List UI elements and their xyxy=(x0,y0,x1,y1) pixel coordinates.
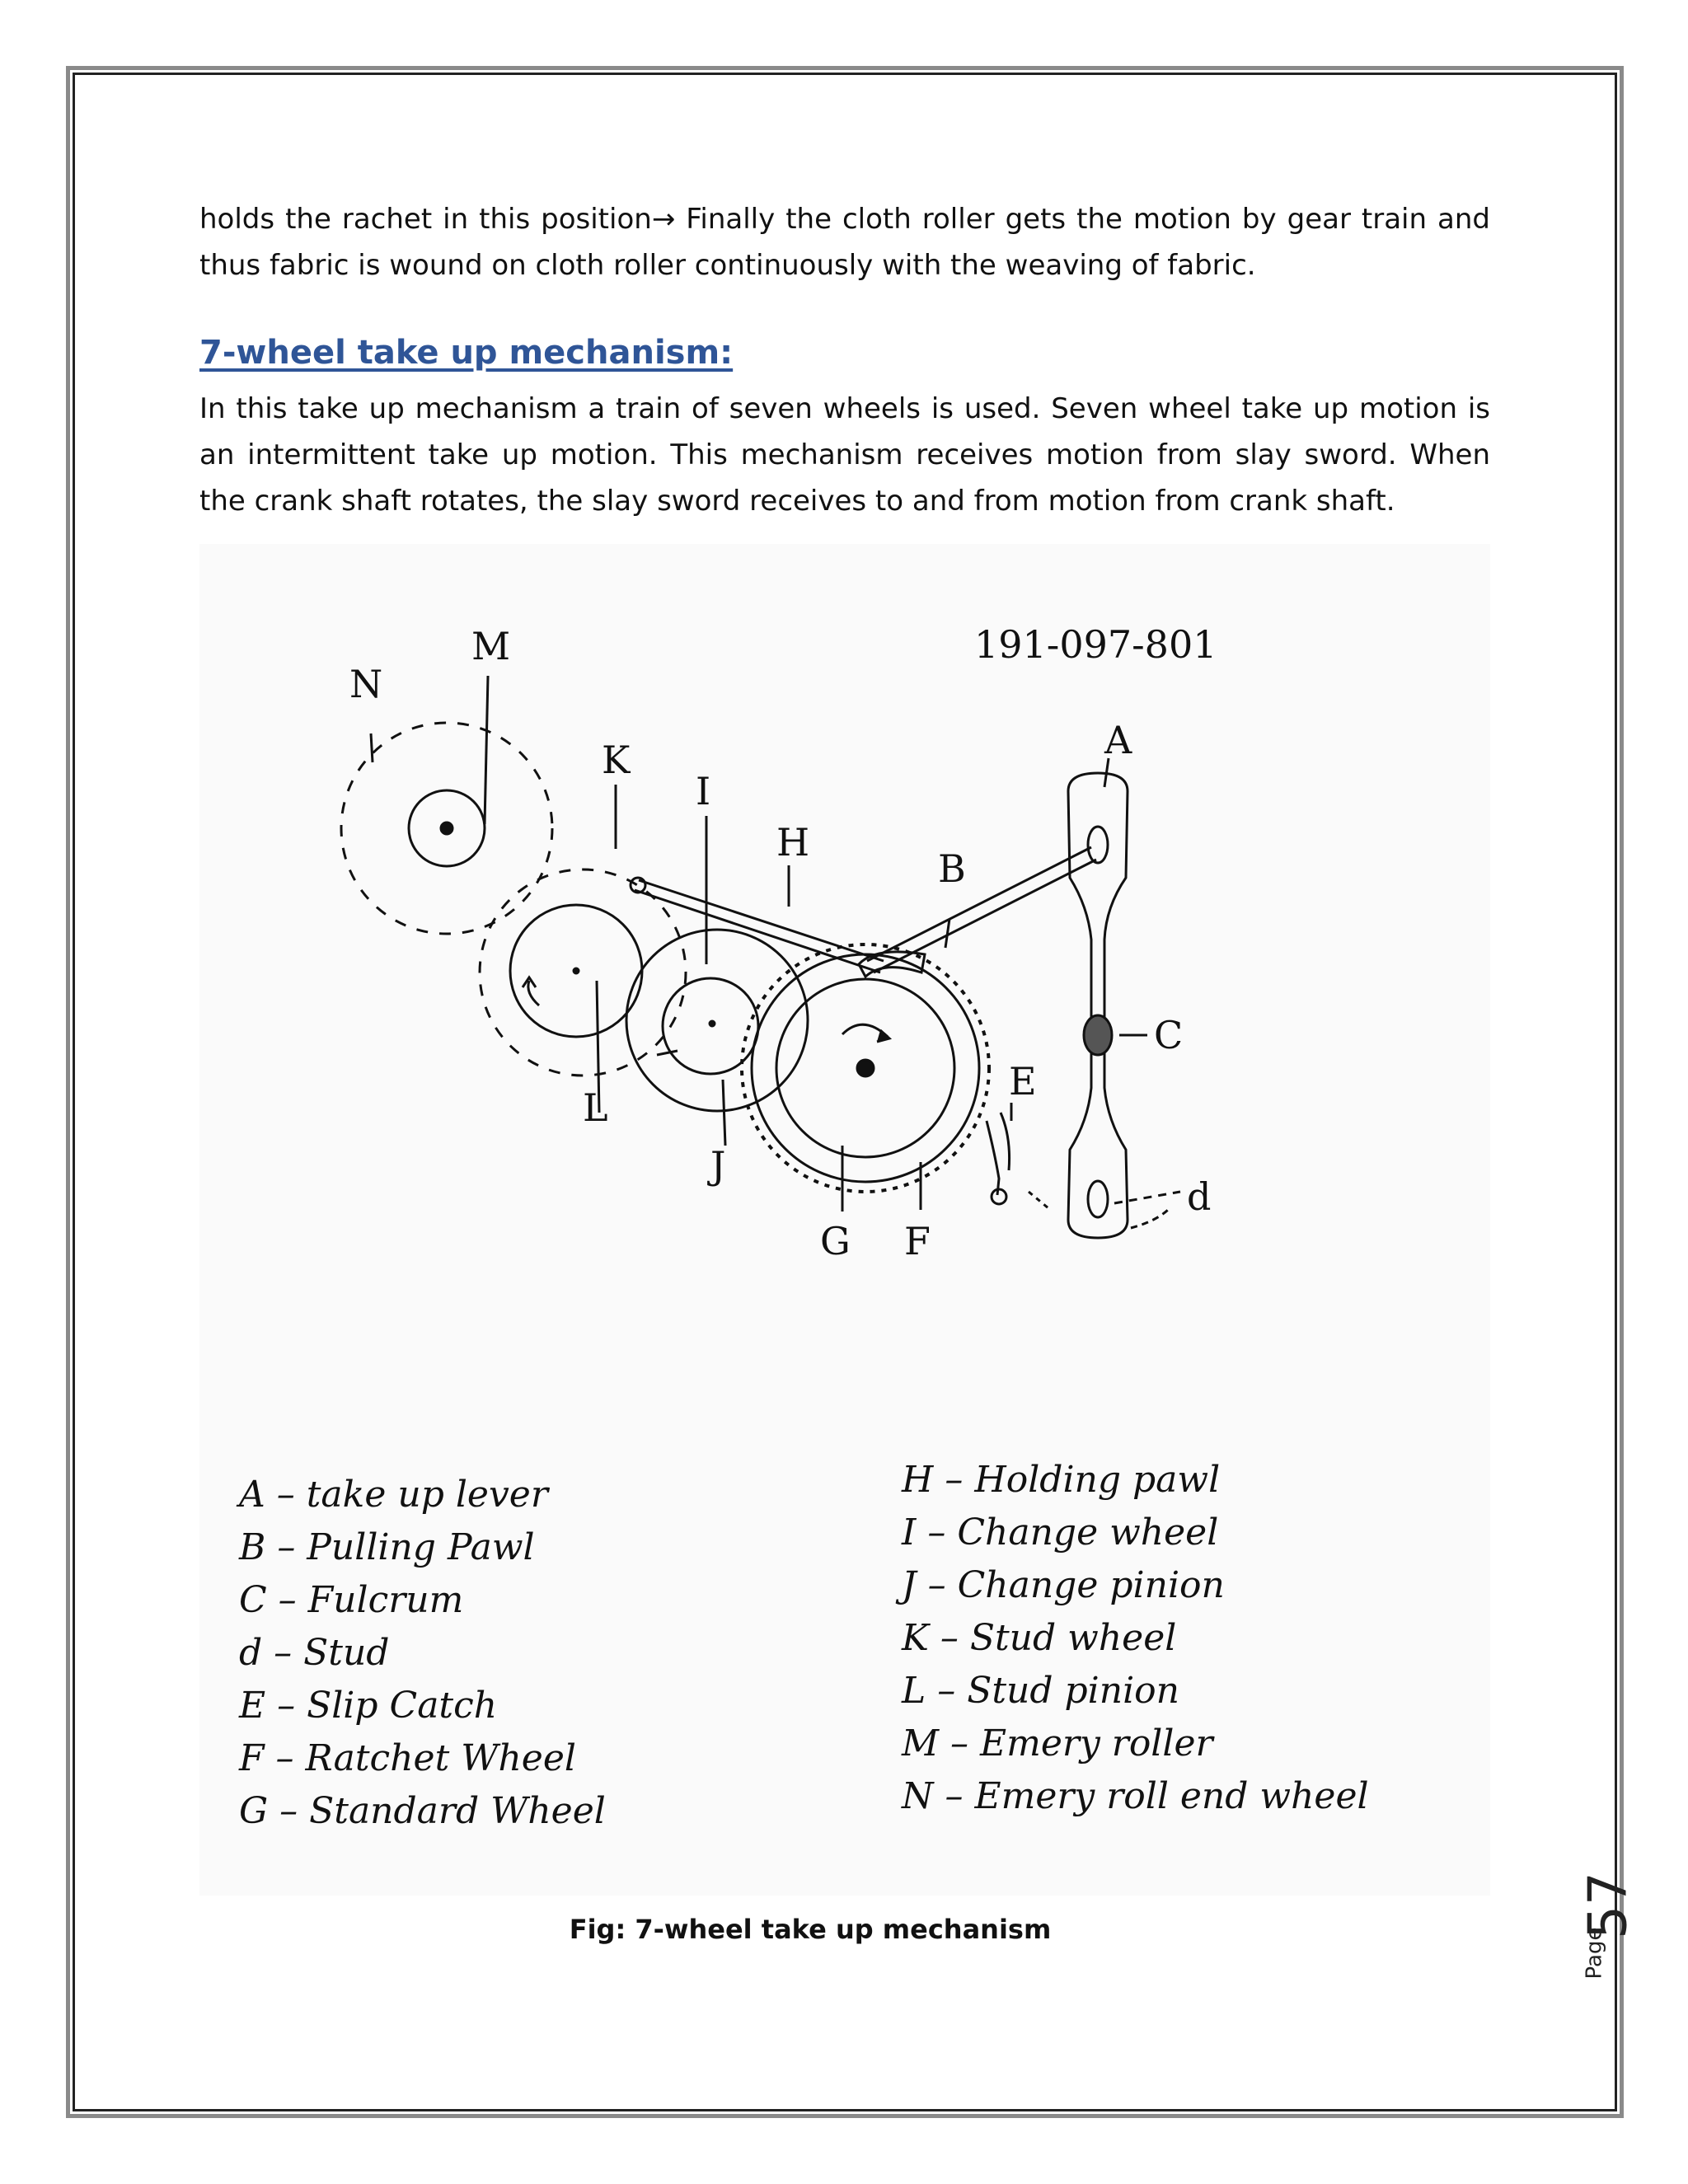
legend-item-a: A – take up lever xyxy=(236,1474,551,1516)
label-e: E xyxy=(1009,1059,1037,1104)
mechanism-figure: N M K I H B A C d E L J G F 191-097-801 … xyxy=(199,544,1490,1896)
legend-item-l: L – Stud pinion xyxy=(901,1670,1179,1712)
mechanism-diagram: N M K I H B A C d E L J G F 191-097-801 … xyxy=(199,544,1490,1896)
legend-item-g: G – Standard Wheel xyxy=(239,1790,606,1832)
label-f: F xyxy=(904,1219,931,1263)
legend-item-f: F – Ratchet Wheel xyxy=(238,1737,576,1779)
label-c: C xyxy=(1154,1013,1183,1057)
change-wheel xyxy=(626,930,808,1111)
label-h: H xyxy=(776,820,809,865)
page-number-box: Page 57 xyxy=(1578,1858,1628,1982)
figure-id: 191-097-801 xyxy=(974,622,1217,667)
label-i: I xyxy=(696,769,710,813)
label-n: N xyxy=(349,662,382,706)
page-number: 57 xyxy=(1578,1872,1639,1938)
label-l: L xyxy=(583,1085,608,1130)
legend-item-b: B – Pulling Pawl xyxy=(238,1526,535,1568)
legend-item-k: K – Stud wheel xyxy=(901,1617,1176,1659)
label-a: A xyxy=(1104,718,1132,762)
legend-item-j: J – Change pinion xyxy=(895,1564,1225,1606)
legend-item-e: E – Slip Catch xyxy=(238,1685,497,1727)
label-g: G xyxy=(820,1219,851,1263)
legend-item-h: H – Holding pawl xyxy=(901,1459,1220,1501)
legend-right: H – Holding pawl I – Change wheel J – Ch… xyxy=(895,1459,1369,1817)
legend-item-c: C – Fulcrum xyxy=(239,1579,463,1621)
legend-left: A – take up lever B – Pulling Pawl C – F… xyxy=(236,1474,606,1832)
paragraph-description: In this take up mechanism a train of sev… xyxy=(199,386,1490,524)
legend-item-n: N – Emery roll end wheel xyxy=(901,1775,1369,1817)
label-m: M xyxy=(471,624,510,668)
label-j: J xyxy=(707,1143,725,1188)
take-up-lever xyxy=(1068,773,1128,1238)
section-heading: 7-wheel take up mechanism: xyxy=(199,334,733,372)
label-d: d xyxy=(1187,1174,1211,1219)
legend-item-d: d – Stud xyxy=(239,1632,389,1674)
paragraph-intro: holds the rachet in this position→ Final… xyxy=(199,196,1490,288)
fulcrum xyxy=(1084,1015,1112,1055)
legend-item-i: I – Change wheel xyxy=(901,1511,1218,1554)
figure-caption: Fig: 7-wheel take up mechanism xyxy=(0,1914,1620,1945)
label-k: K xyxy=(602,738,631,782)
legend-item-m: M – Emery roller xyxy=(901,1722,1215,1765)
label-b: B xyxy=(938,846,966,891)
